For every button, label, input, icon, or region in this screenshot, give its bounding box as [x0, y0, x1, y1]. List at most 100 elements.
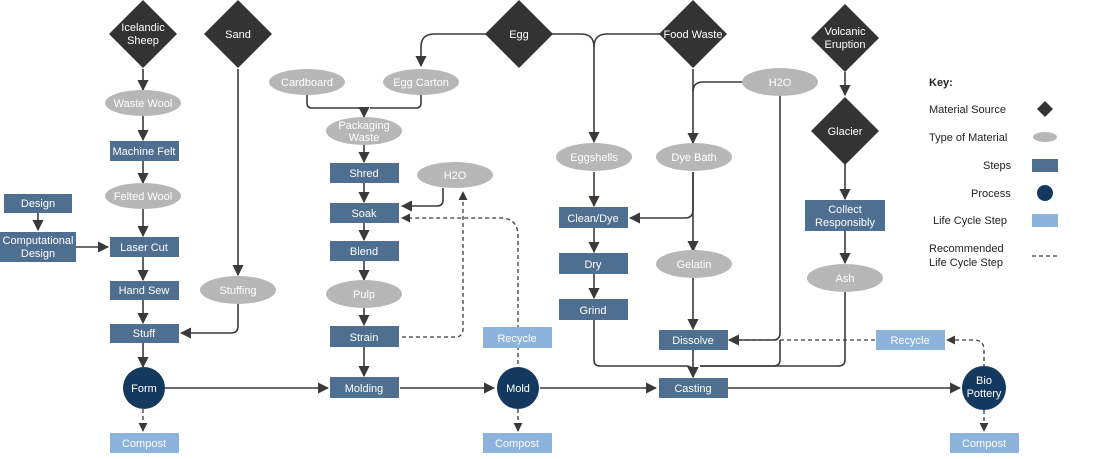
- legend-process-icon: [1037, 185, 1053, 201]
- step-casting: Casting: [659, 378, 728, 398]
- svg-text:Mold: Mold: [506, 383, 530, 395]
- connectors: [32, 33, 989, 432]
- source-label: Egg: [509, 29, 529, 41]
- svg-text:Responsibly: Responsibly: [815, 217, 875, 229]
- svg-text:Cardboard: Cardboard: [281, 77, 333, 89]
- source-glacier: Glacier: [811, 97, 879, 165]
- svg-text:Dye Bath: Dye Bath: [671, 152, 716, 164]
- svg-text:Egg Carton: Egg Carton: [393, 77, 449, 89]
- process-mold: Mold: [497, 367, 539, 409]
- material-egg-carton: Egg Carton: [383, 69, 459, 95]
- svg-text:Waste: Waste: [349, 132, 380, 144]
- legend-label-type-of-material: Type of Material: [929, 132, 1007, 144]
- material-eggshells: Eggshells: [556, 143, 632, 171]
- svg-text:Gelatin: Gelatin: [677, 259, 712, 271]
- source-label: Food Waste: [664, 29, 723, 41]
- process-bio-pottery: Bio Pottery: [962, 366, 1006, 410]
- legend-label-process: Process: [971, 188, 1011, 200]
- svg-text:Packaging: Packaging: [338, 120, 389, 132]
- lifecycle-recycle-pottery: Recycle: [876, 330, 945, 350]
- svg-text:Dry: Dry: [584, 259, 602, 271]
- svg-text:Laser Cut: Laser Cut: [120, 242, 168, 254]
- svg-text:Hand Sew: Hand Sew: [119, 285, 170, 297]
- legend-lifecycle-icon: [1032, 214, 1058, 227]
- legend-label-life-cycle-step: Life Cycle Step: [933, 215, 1007, 227]
- svg-text:Pottery: Pottery: [967, 388, 1002, 400]
- legend-label-recommended-2: Life Cycle Step: [929, 257, 1003, 269]
- svg-text:Design: Design: [21, 248, 55, 260]
- material-h2o-left: H2O: [417, 162, 493, 188]
- svg-text:H2O: H2O: [769, 77, 792, 89]
- step-collect-responsibly: Collect Responsibly: [805, 200, 885, 231]
- source-food-waste: Food Waste: [659, 0, 727, 68]
- svg-text:Compost: Compost: [495, 438, 539, 450]
- svg-text:Grind: Grind: [580, 305, 607, 317]
- svg-text:Stuffing: Stuffing: [219, 285, 256, 297]
- step-molding: Molding: [330, 377, 399, 398]
- source-sand: Sand: [204, 0, 272, 68]
- legend-ellipse-icon: [1033, 132, 1057, 142]
- source-label: Volcanic: [825, 26, 866, 38]
- lifecycle-recycle-mold: Recycle: [483, 327, 552, 348]
- material-waste-wool: Waste Wool: [105, 90, 181, 116]
- step-dry: Dry: [559, 253, 628, 274]
- svg-text:Blend: Blend: [350, 246, 378, 258]
- lifecycle-compost-form: Compost: [110, 433, 179, 453]
- svg-text:Felted Wool: Felted Wool: [114, 191, 173, 203]
- material-gelatin: Gelatin: [656, 250, 732, 278]
- step-dissolve: Dissolve: [659, 330, 728, 350]
- legend-label-steps: Steps: [983, 160, 1012, 172]
- step-machine-felt: Machine Felt: [110, 141, 179, 161]
- svg-text:Eggshells: Eggshells: [570, 152, 618, 164]
- step-hand-sew: Hand Sew: [110, 281, 179, 300]
- svg-text:Compost: Compost: [122, 438, 166, 450]
- step-shred: Shred: [330, 163, 399, 183]
- svg-text:Machine Felt: Machine Felt: [113, 146, 176, 158]
- svg-text:Ash: Ash: [836, 273, 855, 285]
- svg-text:Recycle: Recycle: [890, 335, 929, 347]
- material-packaging-waste: Packaging Waste: [326, 117, 402, 145]
- source-egg: Egg: [485, 0, 553, 68]
- svg-text:Computational: Computational: [3, 235, 74, 247]
- svg-text:Soak: Soak: [351, 208, 377, 220]
- svg-text:Form: Form: [131, 383, 157, 395]
- svg-text:H2O: H2O: [444, 170, 467, 182]
- step-grind: Grind: [559, 299, 628, 320]
- svg-text:Dissolve: Dissolve: [672, 335, 714, 347]
- svg-text:Bio: Bio: [976, 375, 992, 387]
- svg-text:Clean/Dye: Clean/Dye: [567, 213, 618, 225]
- lifecycle-compost-mold: Compost: [483, 433, 552, 453]
- step-clean-dye: Clean/Dye: [559, 207, 628, 228]
- svg-text:Molding: Molding: [345, 383, 384, 395]
- lifecycle-compost-pottery: Compost: [950, 433, 1019, 453]
- step-stuff: Stuff: [110, 324, 179, 343]
- source-volcanic-eruption: Volcanic Eruption: [811, 4, 879, 72]
- legend-step-icon: [1032, 159, 1058, 172]
- source-label: Eruption: [825, 39, 866, 51]
- material-dye-bath: Dye Bath: [656, 143, 732, 171]
- step-blend: Blend: [330, 241, 399, 261]
- step-computational-design: Computational Design: [0, 232, 76, 262]
- material-ash: Ash: [807, 264, 883, 292]
- material-stuffing: Stuffing: [200, 276, 276, 304]
- legend-diamond-icon: [1037, 101, 1053, 117]
- svg-text:Shred: Shred: [349, 168, 378, 180]
- svg-text:Collect: Collect: [828, 204, 862, 216]
- material-felted-wool: Felted Wool: [105, 183, 181, 209]
- svg-text:Pulp: Pulp: [353, 289, 375, 301]
- legend-label-recommended: Recommended: [929, 243, 1004, 255]
- source-label: Sheep: [127, 35, 159, 47]
- source-label: Glacier: [828, 126, 863, 138]
- step-soak: Soak: [330, 203, 399, 223]
- svg-text:Compost: Compost: [962, 438, 1006, 450]
- source-icelandic-sheep: Icelandic Sheep: [109, 0, 177, 68]
- svg-text:Waste Wool: Waste Wool: [114, 98, 173, 110]
- svg-text:Stuff: Stuff: [133, 328, 156, 340]
- source-label: Sand: [225, 29, 251, 41]
- step-design: Design: [4, 194, 72, 213]
- svg-text:Casting: Casting: [674, 383, 711, 395]
- source-label: Icelandic: [121, 22, 165, 34]
- material-pulp: Pulp: [326, 280, 402, 308]
